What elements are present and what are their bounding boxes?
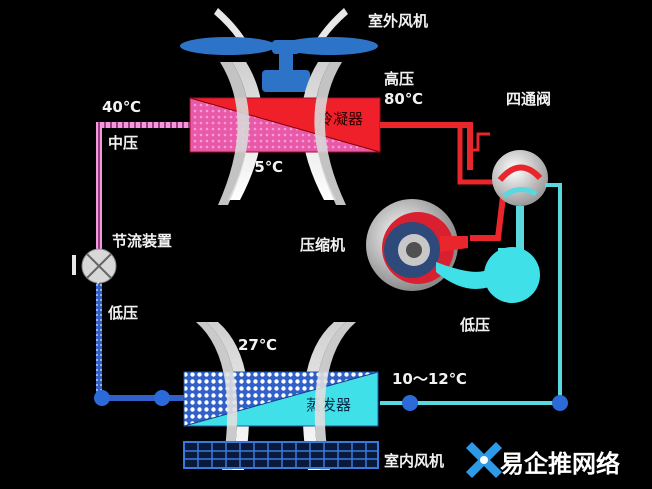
evaporator-label: 蒸发器 xyxy=(306,396,351,414)
fan-hub-icon xyxy=(272,40,300,54)
airflow-arrow-icon xyxy=(316,8,348,40)
temp-35-label: 35℃ xyxy=(244,158,283,176)
fan-blade-icon xyxy=(282,37,378,55)
low-pressure-right-label: 低压 xyxy=(459,316,490,334)
compressor-label: 压缩机 xyxy=(300,236,345,254)
compressor: 压缩机 xyxy=(300,199,540,303)
four-way-valve-label: 四通阀 xyxy=(506,90,551,108)
indoor-fan-label: 室内风机 xyxy=(384,452,444,470)
evaporator: 蒸发器 xyxy=(183,371,379,427)
pipe-node xyxy=(552,395,568,411)
watermark-logo-icon xyxy=(466,442,502,478)
pipe-node xyxy=(402,395,418,411)
fan-blade-icon xyxy=(180,37,276,55)
low-pressure-left-line xyxy=(94,282,184,406)
low-pressure-right-line xyxy=(380,183,568,411)
low-pressure-left-label: 低压 xyxy=(107,304,138,322)
outdoor-fan: 室外风机 xyxy=(180,8,428,92)
watermark: 易企推网络 xyxy=(466,442,620,478)
condenser-label: 冷凝器 xyxy=(318,110,363,128)
indoor-airflow xyxy=(206,322,346,470)
throttle-device: 节流装置 xyxy=(72,232,172,284)
airflow-arrow-icon xyxy=(214,8,246,40)
watermark-text: 易企推网络 xyxy=(500,449,620,478)
condenser: 冷凝器 xyxy=(189,97,381,153)
temp-40-label: 40℃ xyxy=(102,98,141,116)
temp-80-label: 80℃ xyxy=(384,90,423,108)
pipe-node xyxy=(94,390,110,406)
pipe-node xyxy=(154,390,170,406)
throttle-device-label: 节流装置 xyxy=(112,232,172,250)
temp-27-label: 27℃ xyxy=(238,336,277,354)
outdoor-fan-label: 室外风机 xyxy=(368,12,428,30)
indoor-fan: 室内风机 xyxy=(183,441,444,470)
high-pressure-label: 高压 xyxy=(384,70,414,88)
medium-pressure-label: 中压 xyxy=(108,134,138,152)
medium-pressure-line xyxy=(96,122,190,250)
four-way-valve: 四通阀 xyxy=(492,90,551,206)
temp-10-12-label: 10～12℃ xyxy=(392,370,467,388)
fan-motor-icon xyxy=(262,70,310,92)
outdoor-airflow xyxy=(228,62,336,200)
